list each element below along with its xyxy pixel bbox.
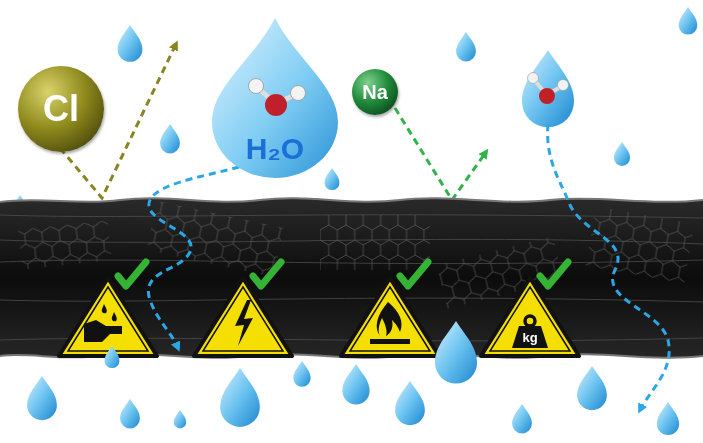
check-marks: [118, 262, 568, 286]
node-label: Cl: [43, 91, 79, 127]
node-label: Na: [362, 82, 388, 102]
node-label: H₂O: [246, 134, 304, 164]
water-drop-small: [522, 50, 574, 127]
membrane-band: [0, 198, 703, 357]
warning-triangles: [59, 278, 579, 356]
water-droplets: [27, 321, 679, 435]
weight-symbol: kg: [511, 314, 549, 348]
chloride-ion: Cl: [18, 66, 104, 152]
reject-path: [395, 108, 486, 200]
node-label: kg: [522, 331, 537, 344]
sodium-ion: Na: [352, 69, 398, 115]
water-drop: H₂O: [210, 18, 340, 178]
water-path: [148, 160, 262, 348]
graphene-texture: [18, 201, 694, 309]
water-droplets: [14, 7, 698, 213]
membrane-edge: [0, 198, 703, 202]
